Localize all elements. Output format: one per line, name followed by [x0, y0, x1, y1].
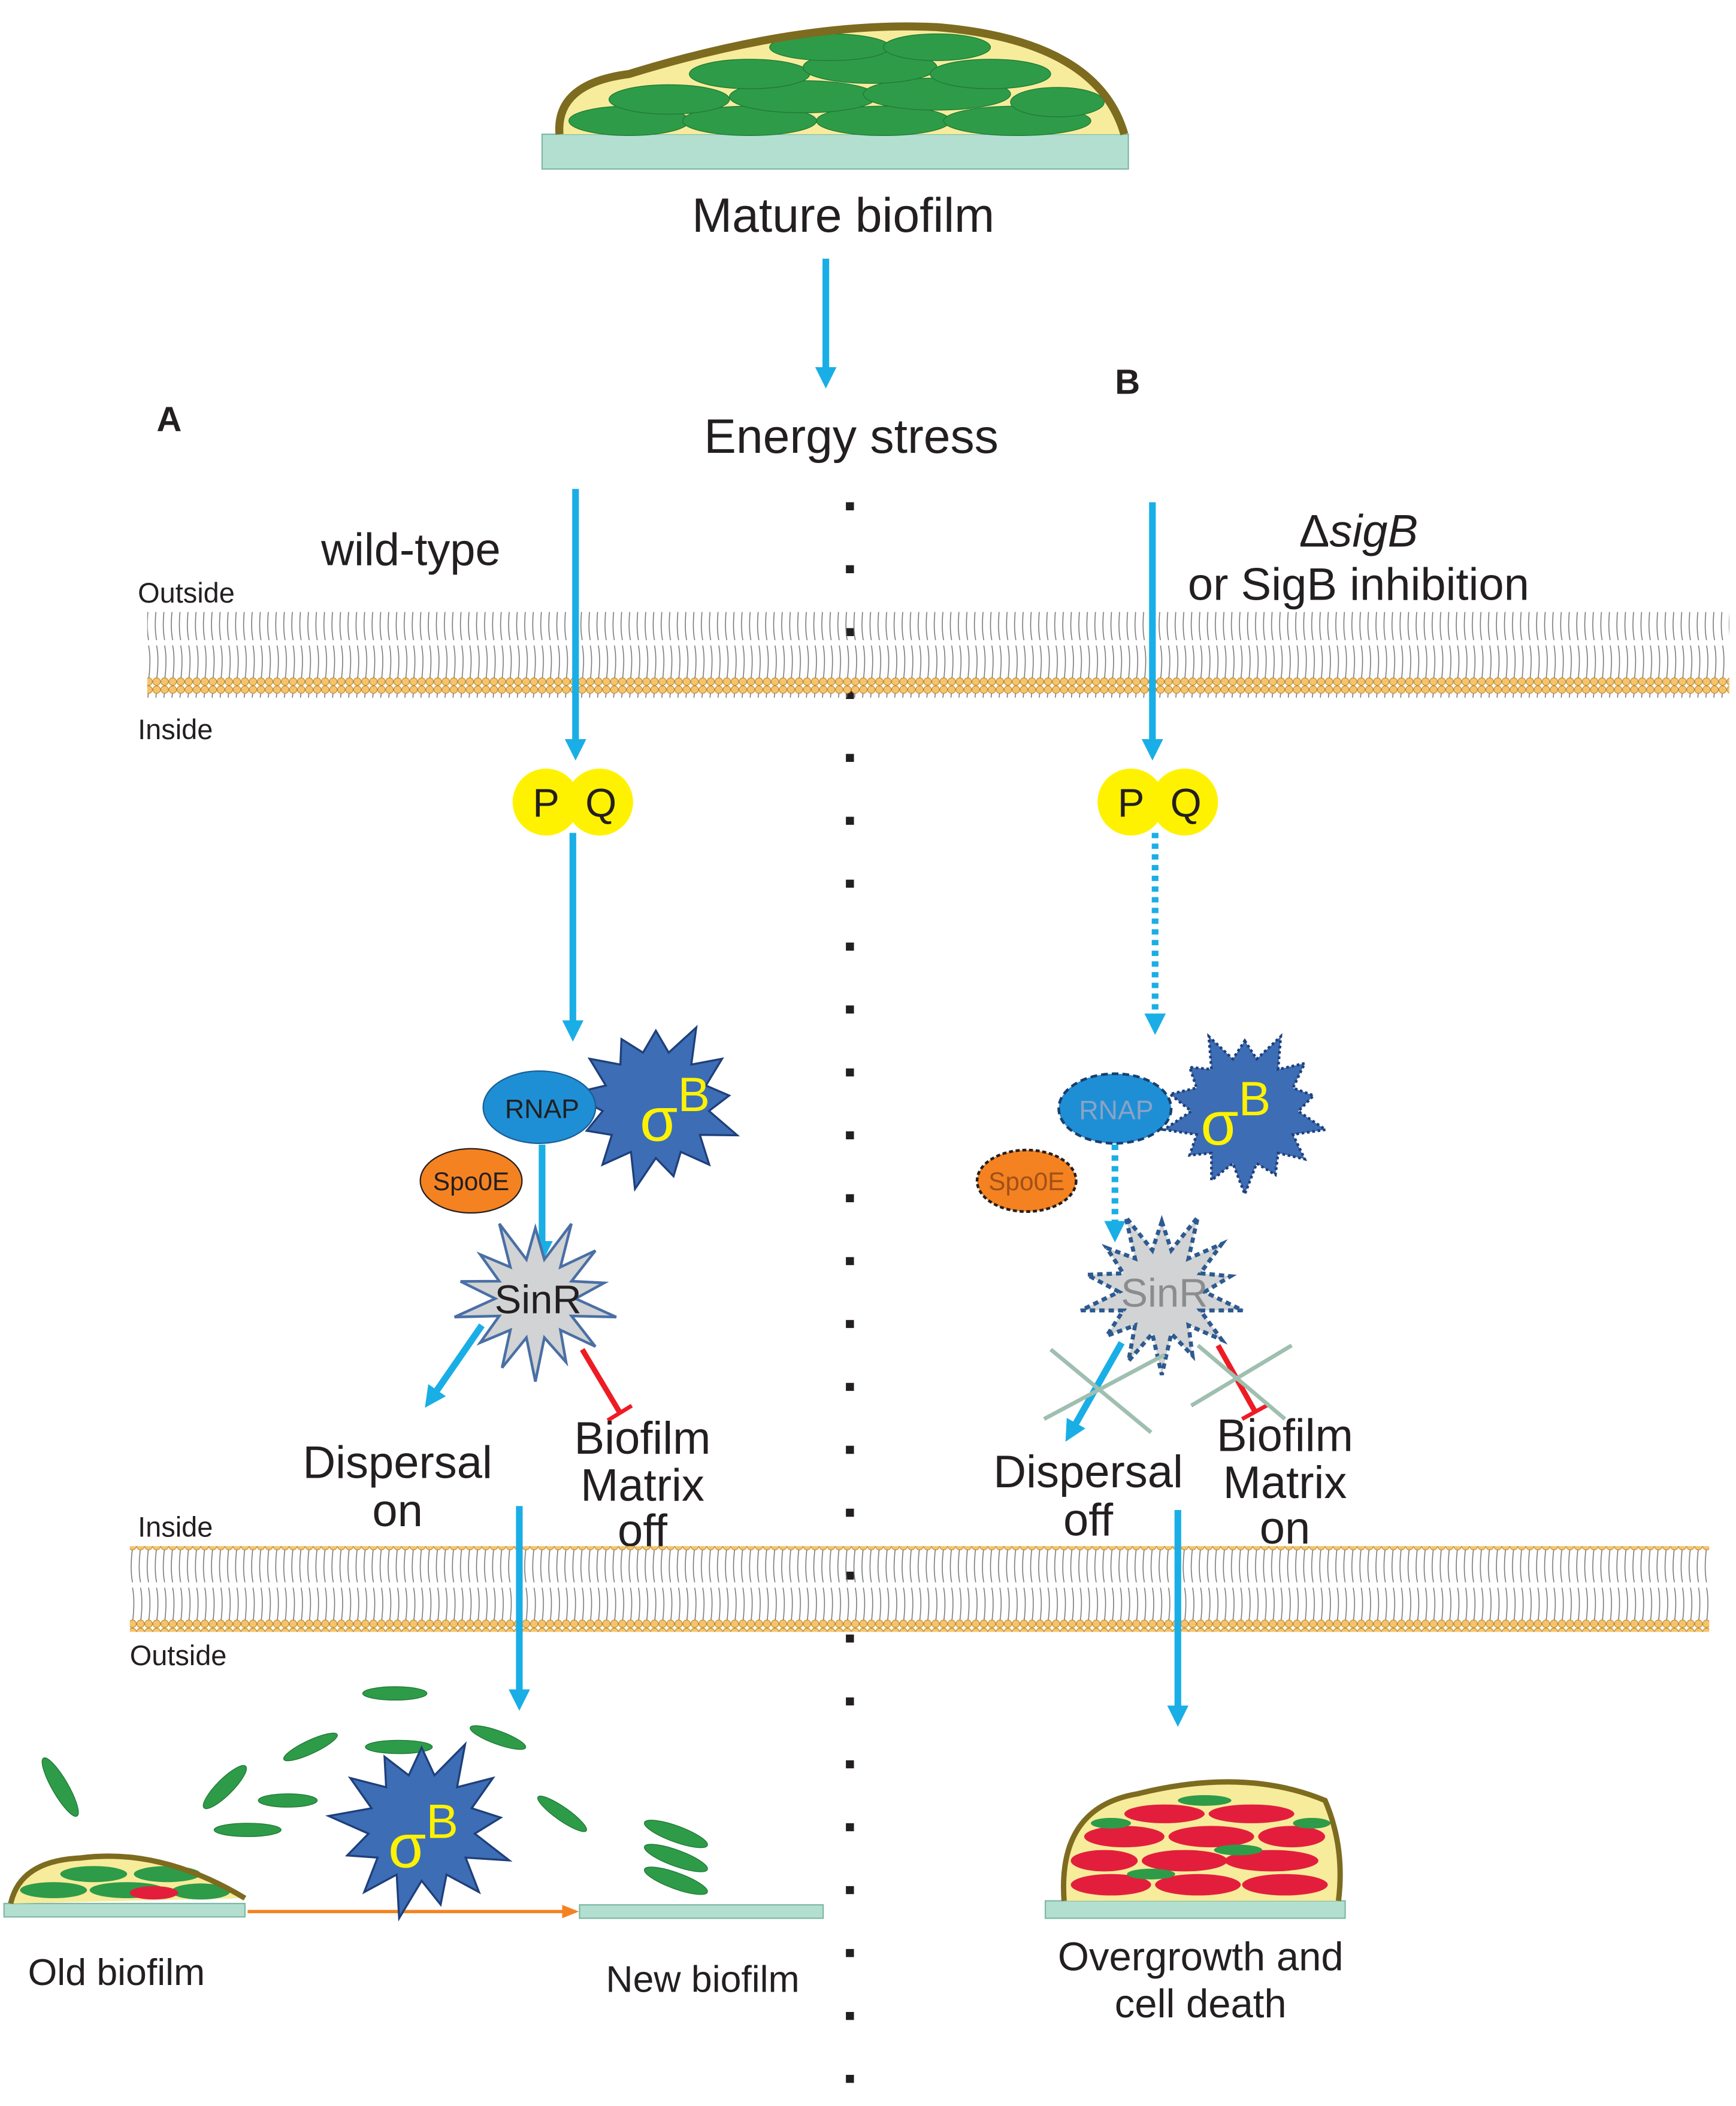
title-mature-biofilm: Mature biofilm [692, 189, 994, 243]
sinr-starburst-a [453, 1223, 617, 1382]
sigma-b-starburst-b [1160, 1033, 1329, 1198]
inhibition-a-matrix [580, 1348, 633, 1423]
rnap-label-b: RNAP [1079, 1096, 1153, 1125]
sinr-label-a: SinR [495, 1278, 582, 1323]
sigma-superscript: B [1239, 1072, 1271, 1126]
dispersed-cells [41, 1686, 708, 1895]
p-label-b: P [1118, 781, 1145, 826]
spo0e-a [419, 1148, 523, 1214]
sigma-glyph: σ [1200, 1089, 1238, 1158]
sigma-superscript: B [678, 1068, 710, 1122]
inside-label-top: Inside [138, 714, 213, 745]
new-biofilm-substrate [579, 1904, 824, 1919]
matrix-state: on [1260, 1503, 1310, 1554]
rnap-a [482, 1070, 597, 1144]
new-biofilm-label: New biofilm [606, 1958, 799, 2000]
rnap-label-a: RNAP [505, 1094, 579, 1124]
sigma-glyph: σ [388, 1812, 426, 1881]
pq-complex-a: P Q [512, 768, 633, 836]
condition-sigb-line2: or SigB inhibition [1188, 559, 1529, 610]
sigma-symbol-a: σB [640, 1068, 710, 1154]
panel-label-b: B [1115, 363, 1140, 402]
dispersal-state: on [372, 1485, 422, 1536]
rnap-b [1057, 1072, 1173, 1145]
sigma-symbol-bottom: σB [388, 1795, 458, 1880]
sigma-glyph: σ [640, 1085, 678, 1154]
matrix-word2: Matrix [580, 1460, 704, 1511]
dispersal-word: Dispersal [303, 1437, 492, 1488]
outside-label-top: Outside [138, 577, 235, 609]
delta-symbol: Δ [1299, 506, 1330, 556]
pq-complex-b: P Q [1097, 768, 1218, 836]
sigma-b-starburst-a [566, 1024, 740, 1192]
dispersal-state: off [1063, 1494, 1114, 1545]
q-label-b: Q [1171, 781, 1202, 826]
cell-membrane-top [147, 612, 1729, 698]
energy-stress-label: Energy stress [704, 410, 999, 464]
matrix-word1: Biofilm [1217, 1411, 1353, 1462]
condition-sigb: ΔsigB [1299, 506, 1419, 556]
spo0e-label-b: Spo0E [988, 1167, 1064, 1196]
matrix-word2: Matrix [1223, 1457, 1347, 1508]
sigma-symbol-b: σB [1200, 1072, 1271, 1158]
p-label-a: P [533, 781, 559, 826]
gene-sigb: sigB [1329, 506, 1418, 556]
overgrown-biofilm-illustration [1044, 1779, 1346, 1919]
matrix-word1: Biofilm [574, 1413, 711, 1464]
arrow-a-to-dispersal [425, 1323, 485, 1408]
sinr-starburst-b [1079, 1215, 1244, 1376]
sigma-superscript: B [426, 1795, 458, 1848]
old-biofilm-label: Old biofilm [28, 1951, 205, 1993]
overgrowth-line2: cell death [1115, 1981, 1287, 2026]
q-label-a: Q [585, 781, 616, 826]
panel-label-a: A [156, 400, 182, 439]
dispersal-word: Dispersal [993, 1447, 1183, 1497]
old-biofilm-illustration [3, 1853, 247, 1918]
spo0e-label-a: Spo0E [433, 1167, 509, 1196]
inside-label-bottom: Inside [138, 1512, 213, 1543]
mature-biofilm-illustration [541, 22, 1129, 170]
cross-out-icon [1043, 1344, 1293, 1435]
spo0e-b [975, 1148, 1078, 1214]
overgrowth-line1: Overgrowth and [1058, 1935, 1344, 1980]
condition-wild-type: wild-type [320, 525, 501, 576]
sinr-label-b: SinR [1121, 1270, 1208, 1315]
outside-label-bottom: Outside [130, 1640, 227, 1671]
cell-membrane-bottom [129, 1546, 1710, 1632]
sigma-b-starburst-bottom [325, 1741, 513, 1922]
